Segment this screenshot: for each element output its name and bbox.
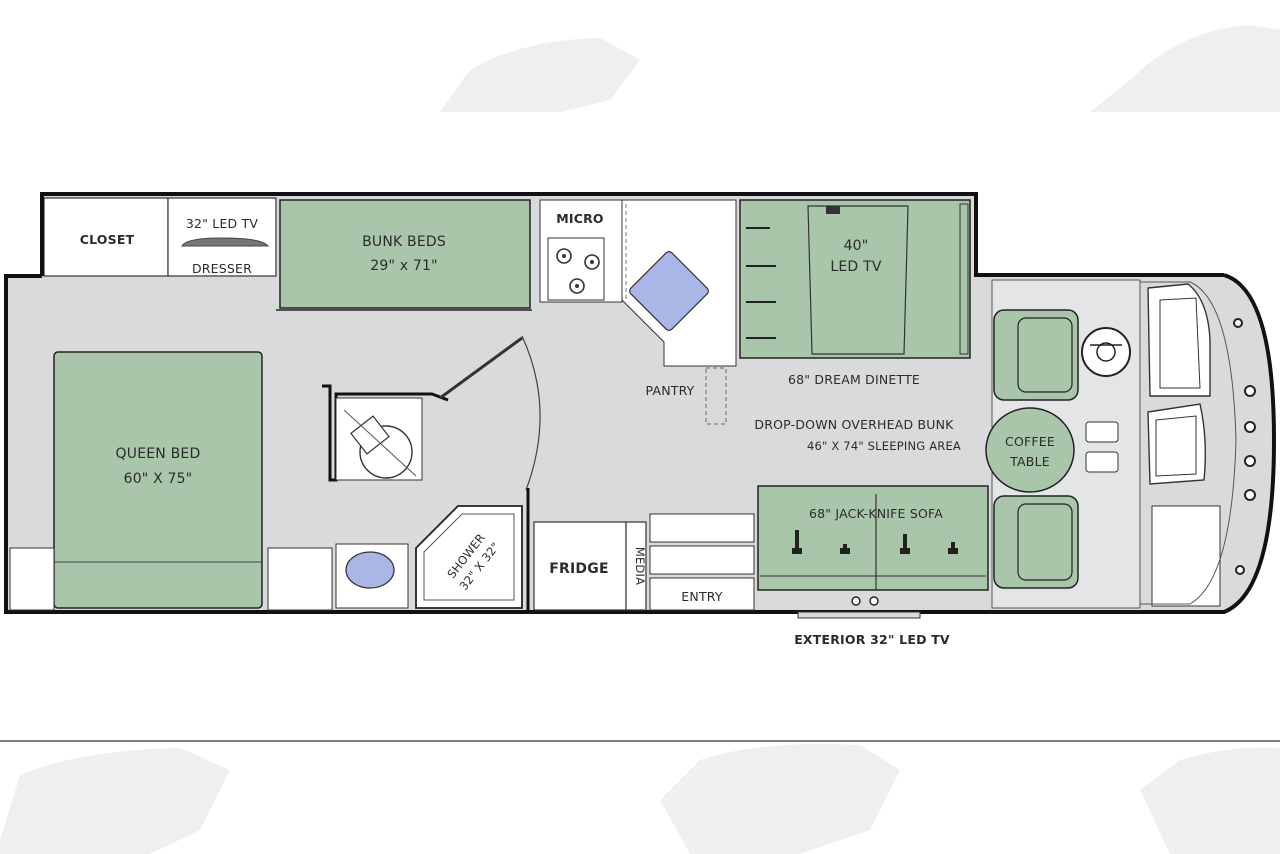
label-coffee-table-1: COFFEE [1005,434,1055,449]
label-micro: MICRO [556,211,604,226]
cab-curve [1140,281,1237,605]
pantry-cabinet [705,367,727,425]
toilet-tank [350,415,390,455]
driver-seat-back [1159,297,1201,389]
exterior-tv-knob [869,596,879,606]
label-dresser: DRESSER [192,261,252,276]
step-2 [649,545,755,575]
door-swing [521,335,541,491]
coffee-table [985,407,1075,493]
label-dream-dinette: 68" DREAM DINETTE [788,372,920,387]
cab-chair-bottom-seat [1017,503,1073,581]
label-queen-bed: QUEEN BED [116,446,201,462]
exterior-tv-knob [851,596,861,606]
label-bunk-beds-size: 29" x 71" [370,258,438,274]
dinette-tv-table [807,205,909,355]
label-entry: ENTRY [681,589,723,604]
burner [562,254,566,258]
label-dresser-tv: 32" LED TV [186,216,259,231]
sofa-marks [792,530,958,554]
dinette-tv-icon [826,206,840,214]
label-coffee-table-2: TABLE [1009,454,1050,469]
burner [575,284,579,288]
driver-seat [1147,283,1211,397]
console-bottom [1085,451,1119,473]
label-tv-40-b: LED TV [830,259,881,275]
label-media: MEDIA [633,547,647,585]
label-queen-bed-size: 60" X 75" [124,471,193,487]
outer-wall-top [40,192,1224,277]
label-pantry: PANTRY [646,383,695,398]
exterior-tv-bar [797,611,921,619]
kitchen-sink [629,251,709,331]
outer-wall-left [4,274,994,614]
label-jack-knife-sofa: 68" JACK-KNIFE SOFA [809,506,943,521]
label-closet: CLOSET [80,232,135,247]
front-fixtures [1233,318,1256,575]
fridge [533,521,627,611]
bunk-beds [279,199,531,309]
lavatory-counter [267,547,333,611]
console-top [1085,421,1119,443]
steering-hub [1096,342,1116,362]
shower-inner [423,513,515,601]
label-bunk-beds: BUNK BEDS [362,234,446,250]
bath-door [439,336,523,400]
label-drop-down-1: DROP-DOWN OVERHEAD BUNK [754,417,954,432]
step-1 [649,513,755,543]
cab-chair-top-seat [1017,317,1073,393]
shower [415,505,523,609]
burner [590,260,594,264]
label-exterior-tv: EXTERIOR 32" LED TV [794,632,950,647]
dash-box [1151,505,1221,607]
vanity-sink [345,551,395,589]
dresser [167,197,277,277]
nightstand [9,547,55,611]
outer-wall-front [994,273,1277,614]
toilet-diagonal [343,409,417,477]
dresser-tv-icon [181,237,270,247]
passenger-seat [1147,403,1207,485]
label-drop-down-2: 46" X 74" SLEEPING AREA [807,439,961,453]
queen-bed [53,351,263,609]
media-cabinet [625,521,647,611]
watermark-silhouettes [0,25,1280,854]
label-fridge: FRIDGE [549,561,608,577]
dinette-seat-marks [746,227,776,339]
passenger-seat-back [1155,415,1197,477]
jack-knife-sofa [757,485,989,591]
dinette-divider [959,203,969,355]
label-tv-40-a: 40" [844,238,869,254]
entry-door [649,577,755,611]
